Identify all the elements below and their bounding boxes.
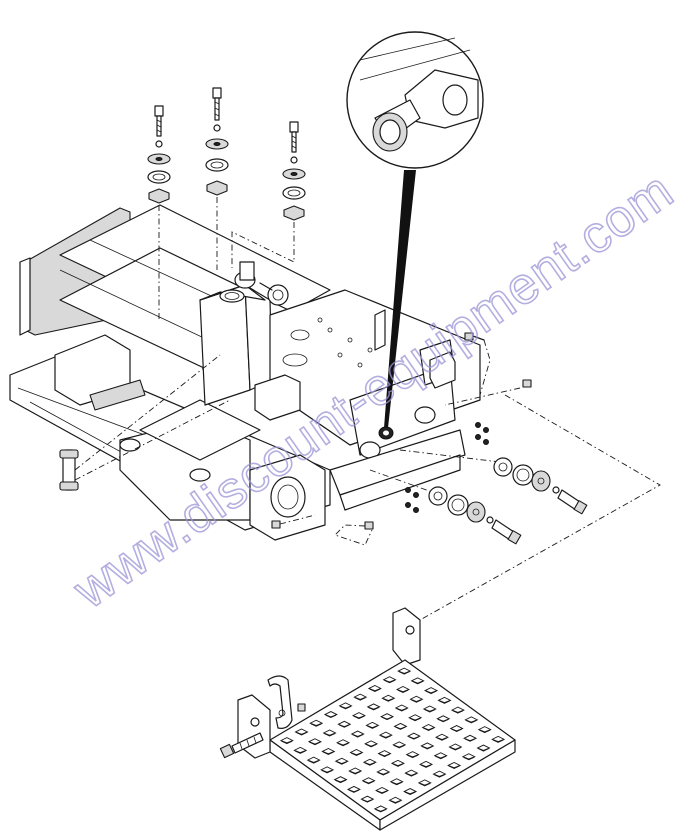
grip-hole-shadow (412, 680, 423, 685)
step-platform (237, 607, 516, 831)
grip-hole-shadow (436, 737, 448, 741)
grip-hole-shadow (379, 753, 390, 757)
grip-hole-shadow (363, 780, 374, 784)
grip-hole-shadow (308, 760, 319, 764)
grip-hole-shadow (424, 708, 436, 713)
grip-hole-shadow (406, 772, 417, 777)
grip-hole-shadow (478, 747, 489, 752)
grip-hole-shadow (404, 791, 416, 795)
grip-hole-shadow (381, 716, 393, 720)
grip-hole-shadow (435, 755, 446, 759)
grip-hole-shadow (340, 705, 351, 710)
grip-hole-shadow (434, 774, 445, 778)
grip-hole-shadow (281, 740, 293, 744)
grip-hole-shadow (365, 743, 377, 748)
grip-hole-shadow (423, 727, 434, 731)
grip-hole-shadow (407, 754, 418, 758)
grip-hole-shadow (349, 770, 361, 775)
grip-hole-shadow (466, 719, 477, 724)
grip-hole-shadow (395, 726, 406, 730)
grip-hole-shadow (393, 744, 405, 749)
mount-bolt-right (231, 121, 306, 268)
grip-hole-shadow (324, 732, 335, 737)
pivot-pin-left (59, 354, 231, 491)
grip-hole-shadow (396, 707, 407, 712)
grip-hole-shadow (439, 700, 450, 704)
grip-hole-shadow (392, 763, 404, 767)
grip-hole-shadow (310, 723, 322, 727)
grip-hole-shadow (391, 781, 402, 785)
rear-pivot-bolt-lower (369, 469, 522, 545)
mainframe (9, 204, 481, 541)
mount-bolt-left (147, 105, 171, 320)
grip-hole-shadow (411, 699, 422, 703)
grip-hole-shadow (362, 799, 373, 803)
deck-holes (282, 317, 373, 368)
grip-hole-shadow (451, 728, 462, 732)
hydraulic-fitting (234, 261, 289, 306)
grip-hole-shadow (351, 752, 362, 756)
grip-hole-shadow (384, 679, 395, 683)
grip-hole-shadow (339, 724, 350, 728)
small-fasteners (271, 332, 532, 546)
grip-hole-shadow (419, 782, 431, 787)
grip-hole-shadow (367, 725, 378, 729)
grip-hole-shadow (397, 689, 409, 693)
grip-hole-shadow (464, 738, 476, 742)
grip-hole-shadow (463, 756, 475, 760)
grip-hole-shadow (348, 789, 360, 793)
grip-hole-shadow (335, 779, 346, 783)
grip-hole-shadow (437, 718, 449, 722)
step-leader-line (419, 394, 661, 621)
grip-hole-shadow (479, 729, 490, 733)
grip-hole-shadow (354, 697, 366, 701)
grip-hole-shadow (380, 735, 392, 739)
grip-hole-shadow (295, 750, 306, 754)
grip-hole-shadow (383, 698, 394, 702)
grip-hole-shadow (409, 717, 421, 721)
grip-hole-shadow (492, 739, 504, 743)
grip-hole-shadow (309, 741, 321, 745)
handle-bracket (219, 675, 306, 759)
grip-hole-shadow (452, 709, 464, 714)
grip-hole-shadow (399, 670, 410, 675)
grip-hole-shadow (376, 790, 388, 794)
grip-hole-shadow (378, 771, 389, 776)
grip-hole-shadow (336, 761, 348, 765)
grip-hole-shadow (337, 742, 349, 746)
bushing-detail-callout (346, 31, 484, 440)
rear-pivot-bolt-upper (399, 449, 588, 515)
grip-hole-shadow (425, 690, 437, 694)
grip-hole-shadow (450, 746, 461, 751)
grip-hole-shadow (422, 745, 433, 750)
grip-hole-shadow (448, 765, 460, 769)
grip-hole-shadow (296, 731, 307, 736)
grip-hole-shadow (352, 733, 363, 738)
grip-hole-shadow (368, 706, 379, 711)
grip-hole-shadow (353, 715, 365, 719)
grip-hole-shadow (420, 764, 432, 768)
grip-hole-shadow (364, 762, 376, 766)
grip-hole-shadow (325, 714, 337, 718)
grip-hole-shadow (408, 736, 420, 740)
grip-hole-shadow (390, 800, 401, 804)
grip-hole-shadow (323, 751, 334, 755)
grip-hole-shadow (375, 808, 386, 813)
grip-hole-shadow (369, 688, 381, 692)
tread-holes (279, 667, 506, 813)
grip-hole-shadow (321, 769, 333, 774)
mount-bolt-center (205, 87, 229, 270)
